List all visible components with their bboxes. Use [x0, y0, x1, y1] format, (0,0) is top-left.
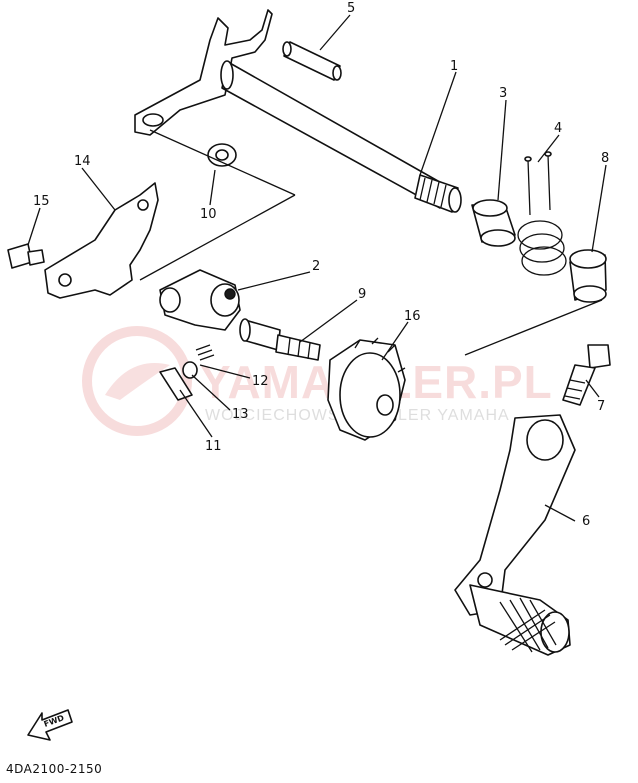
- callout-6: 6: [582, 514, 590, 529]
- callout-3: 3: [499, 86, 507, 101]
- part-pin-spring-set: [159, 344, 215, 401]
- callout-10: 10: [200, 207, 217, 222]
- part-collar: [471, 199, 516, 247]
- part-segment: [159, 269, 241, 331]
- watermark-logo-mark: [105, 363, 170, 400]
- callout-14: 14: [74, 154, 91, 169]
- callout-4: 4: [554, 121, 562, 136]
- callout-16: 16: [404, 309, 421, 324]
- part-stud-bolt: [239, 318, 321, 361]
- callout-11: 11: [205, 439, 222, 454]
- part-bolt-small: [7, 243, 45, 269]
- watermark-logo: [82, 326, 192, 436]
- part-pin: [282, 41, 342, 81]
- diagram-code: 4DA2100-2150: [6, 762, 103, 776]
- callout-1: 1: [450, 59, 458, 74]
- part-pedal-bolt: [562, 344, 611, 406]
- fwd-arrow: FWD: [27, 709, 73, 741]
- part-spring: [517, 151, 567, 276]
- callout-13: 13: [232, 407, 249, 422]
- part-stopper-lever: [44, 182, 159, 299]
- callout-7: 7: [597, 399, 605, 414]
- part-shift-pedal: [454, 414, 576, 656]
- callout-12: 12: [252, 374, 269, 389]
- callouts: 1 2 3 4 5 6 7 8 9 10 11 12 13 14 15 16: [33, 1, 609, 529]
- callout-2: 2: [312, 259, 320, 274]
- part-shift-shaft: [134, 9, 462, 213]
- callout-9: 9: [358, 287, 366, 302]
- callout-15: 15: [33, 194, 50, 209]
- part-bushing: [569, 249, 607, 303]
- part-shift-cam: [327, 337, 406, 441]
- callout-5: 5: [347, 1, 355, 16]
- callout-8: 8: [601, 151, 609, 166]
- part-washer: [207, 143, 237, 167]
- leader-lines: [27, 14, 607, 522]
